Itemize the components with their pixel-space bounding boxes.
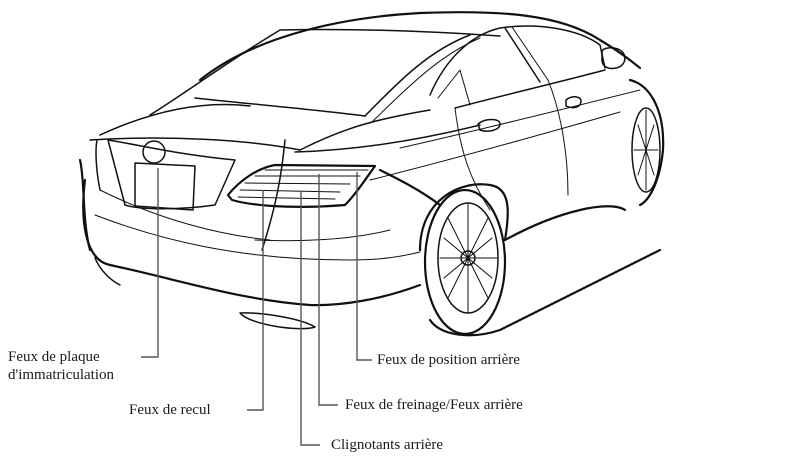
leader-line-freinage xyxy=(318,174,338,406)
label-clignotants-arriere: Clignotants arrière xyxy=(331,437,444,453)
label-feux-position-arriere: Feux de position arrière xyxy=(377,352,520,368)
label-feux-freinage: Feux de freinage/Feux arrière xyxy=(345,397,523,413)
label-feux-plaque: Feux de plaque d'immatriculation xyxy=(8,348,114,384)
leader-line-position xyxy=(356,172,372,361)
label-feux-plaque-line1: Feux de plaque xyxy=(8,349,100,365)
leader-line-recul xyxy=(247,190,264,411)
label-feux-plaque-line2: d'immatriculation xyxy=(8,367,115,383)
leader-line-clignotants xyxy=(300,192,320,446)
label-feux-recul: Feux de recul xyxy=(129,402,211,418)
leader-line-plaque xyxy=(141,168,159,358)
